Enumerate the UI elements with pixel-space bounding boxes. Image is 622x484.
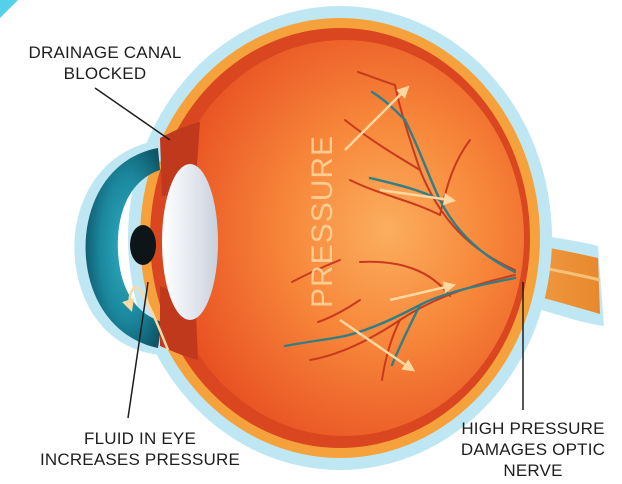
drainage-canal-label: DRAINAGE CANAL BLOCKED	[10, 42, 200, 84]
lens	[162, 164, 218, 320]
optic-nerve-damage-label: HIGH PRESSURE DAMAGES OPTIC NERVE	[448, 418, 618, 481]
pupil	[130, 225, 156, 265]
vitreous-globe	[164, 40, 524, 436]
pressure-word: PRESSURE	[306, 135, 339, 308]
callout-line-drainage	[95, 88, 170, 140]
corner-accent	[0, 0, 18, 18]
fluid-pressure-label: FLUID IN EYE INCREASES PRESSURE	[30, 428, 250, 470]
